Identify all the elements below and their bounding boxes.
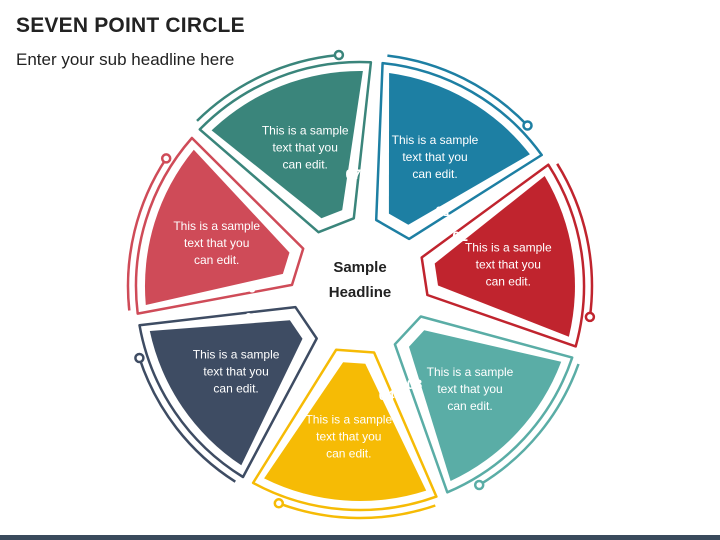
segment-text-03-line-2: text that you [437,382,502,396]
center-headline-line1: Sample [333,259,386,276]
segment-text-05-line-1: This is a sample [193,348,280,362]
segment-text-06-line-3: can edit. [194,253,239,267]
segment-connector-06 [126,157,168,311]
segment-frame-01 [374,61,543,241]
segment-frame-02 [420,163,586,348]
segment-connector-05 [138,357,236,483]
segment-wedge-05 [149,320,303,466]
segment-wedge-04 [264,362,427,502]
segment-04: This is a sample text that you can edit. 04 [251,348,438,520]
segment-text-04-line-3: can edit. [326,447,371,461]
segment-connector-02 [556,163,594,318]
segment-number-03: 03 [407,376,423,392]
segment-03: This is a sample text that you can edit. 03 [393,315,580,494]
segment-05: This is a sample text that you can edit. 05 [134,305,318,483]
segment-text-01-line-1: This is a sample [392,133,479,147]
segment-connector-dot-06 [160,153,172,164]
segment-text-01-line-2: text that you [402,150,467,164]
segment-text-06-line-2: text that you [184,236,249,250]
segment-text-07-line-2: text that you [273,140,338,154]
segment-07: This is a sample text that you can edit. 07 [196,49,373,234]
segment-text-07-line-1: This is a sample [262,123,349,137]
segment-text-03-line-3: can edit. [447,399,492,413]
segment-text-05-line-2: text that you [203,365,268,379]
segment-number-05: 05 [245,309,261,325]
segment-number-02: 02 [452,228,468,244]
segment-02: This is a sample text that you can edit. 02 [420,163,596,348]
segment-text-01-line-3: can edit. [412,167,457,181]
segment-connector-01 [387,54,529,127]
page-title: SEVEN POINT CIRCLE [16,14,245,37]
segment-frame-06 [134,136,305,315]
footer-bar [0,535,720,540]
segment-frame-07 [198,60,373,234]
segment-connector-07 [196,53,340,122]
segment-wedge-06 [144,149,290,305]
segment-connector-04 [278,502,436,520]
segment-text-03-line-1: This is a sample [427,365,514,379]
segment-number-07: 07 [346,166,362,182]
segment-number-06: 06 [240,280,256,296]
segment-connector-dot-03 [473,479,485,491]
segment-text-06-line-1: This is a sample [173,219,260,233]
segment-text-04-line-2: text that you [316,430,381,444]
page-subtitle: Enter your sub headline here [16,50,235,69]
segment-wedge-03 [409,330,562,481]
segment-wedge-01 [388,73,530,225]
segment-number-04: 04 [379,387,395,403]
segment-text-02-line-3: can edit. [486,275,531,289]
segment-frame-03 [393,315,574,494]
segment-06: This is a sample text that you can edit.06 [126,136,305,315]
segment-text-04-line-1: This is a sample [305,413,392,427]
center-headline-line2: Headline [329,284,392,301]
segment-connector-dot-05 [134,352,145,364]
segment-connector-03 [478,363,580,487]
segment-wedge-07 [211,70,363,219]
segment-01: This is a sample text that you can edit. 01 [374,54,543,241]
segment-frame-05 [138,305,318,479]
segment-connector-dot-07 [333,49,345,61]
segment-connector-dot-02 [584,311,596,323]
segment-connector-dot-01 [522,120,533,131]
segment-text-02-line-2: text that you [476,258,541,272]
segment-wedge-02 [434,176,575,337]
segment-number-01: 01 [435,203,451,219]
segment-text-05-line-3: can edit. [213,382,258,396]
segment-frame-04 [251,348,438,512]
segment-connector-dot-04 [273,498,285,509]
segment-text-07-line-3: can edit. [283,157,328,171]
segment-text-02-line-1: This is a sample [465,241,552,255]
